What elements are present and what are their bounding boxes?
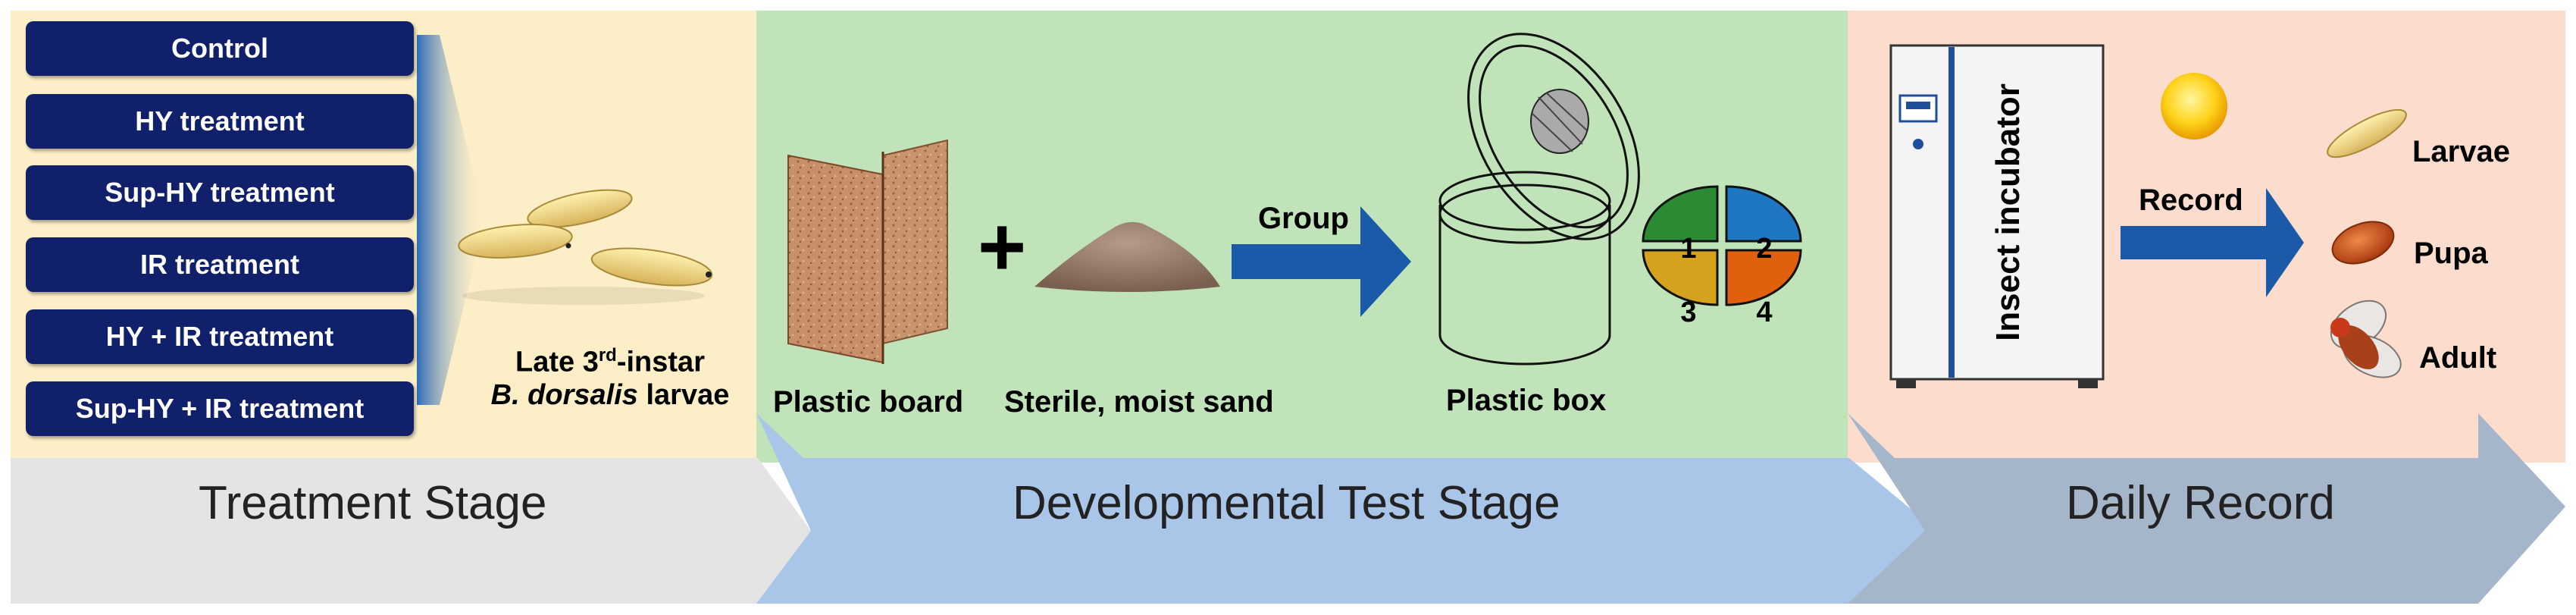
larvae-illustration [458, 189, 713, 305]
larvae-caption: Late 3rd-instar B. dorsalis larvae [490, 345, 730, 411]
sand-label: Sterile, moist sand [1004, 385, 1274, 419]
quadrant-3: 3 [1680, 297, 1696, 328]
sun-icon [2161, 73, 2227, 140]
quadrant-diagram [1642, 185, 1802, 306]
record-stage-arrow [1848, 413, 2565, 604]
pupa-icon [2331, 221, 2395, 265]
sand-pile-illustration [1034, 221, 1220, 292]
quadrant-1: 1 [1680, 233, 1696, 265]
treatment-stage-arrow [11, 458, 811, 604]
record-label: Record [2139, 184, 2243, 217]
larva-icon [2327, 108, 2407, 158]
record-arrow [2121, 188, 2304, 297]
group-arrow [1232, 206, 1411, 317]
adult-fly-icon [2330, 300, 2402, 378]
daily-record-label: Daily Record [2066, 477, 2335, 529]
ir-treatment-button: IR treatment [26, 237, 414, 292]
control-button: Control [26, 21, 414, 76]
developmental-stage-arrow [756, 413, 1937, 604]
adult-label: Adult [2419, 341, 2497, 375]
group-label: Group [1258, 202, 1349, 235]
plastic-board-illustration [787, 139, 948, 364]
larvae-label: Larvae [2412, 135, 2510, 168]
quadrant-4: 4 [1756, 297, 1772, 328]
sup-hy-ir-treatment-button: Sup-HY + IR treatment [26, 381, 414, 436]
hy-treatment-button: HY treatment [26, 94, 414, 149]
sup-hy-treatment-button: Sup-HY treatment [26, 165, 414, 220]
plastic-box-illustration [1438, 33, 1640, 366]
developmental-stage-label: Developmental Test Stage [1013, 477, 1560, 529]
incubator-illustration [1889, 44, 2105, 388]
incubator-label: Insect incubator [1989, 83, 2027, 341]
treatment-stage-label: Treatment Stage [199, 477, 547, 529]
hy-ir-treatment-button: HY + IR treatment [26, 309, 414, 364]
plastic-board-label: Plastic board [773, 385, 964, 419]
treatment-chevron [417, 35, 485, 405]
plus-sign: + [978, 200, 1027, 293]
quadrant-2: 2 [1756, 233, 1772, 265]
pupa-label: Pupa [2414, 237, 2488, 270]
plastic-box-label: Plastic box [1446, 384, 1607, 417]
